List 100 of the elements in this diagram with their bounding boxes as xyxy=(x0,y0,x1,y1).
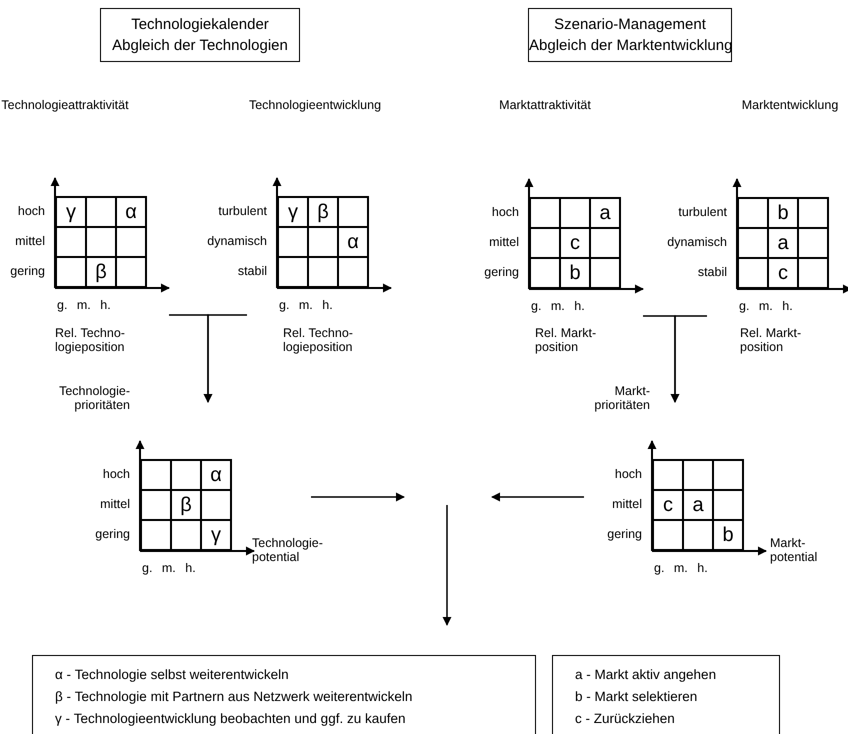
matrix-cell: β xyxy=(171,490,201,520)
matrix-cell xyxy=(171,460,201,490)
matrix-cell xyxy=(653,520,683,550)
heading-text: Technologiekalender xyxy=(130,15,270,35)
matrix-cell xyxy=(141,520,171,550)
row-label: mittel xyxy=(488,235,519,249)
arrow xyxy=(442,505,452,626)
matrix-cell: b xyxy=(768,198,798,228)
row-label: stabil xyxy=(236,264,267,278)
row-label: gering xyxy=(606,527,642,541)
axis-label: Technologie- potential xyxy=(252,536,324,564)
arrow xyxy=(311,492,405,502)
matrix-cell: α xyxy=(201,460,231,490)
row-label: mittel xyxy=(99,497,130,511)
matrix-cell xyxy=(141,490,171,520)
axis-label: Rel. Markt- position xyxy=(740,326,802,354)
matrix-cell: α xyxy=(338,227,368,257)
axis-label: Rel. Techno- logieposition xyxy=(283,326,354,354)
row-label: gering xyxy=(9,264,45,278)
matrix-cell xyxy=(278,227,308,257)
row-label: gering xyxy=(483,265,519,279)
matrix-cell xyxy=(738,198,768,228)
matrix-cell xyxy=(683,460,713,490)
matrix-cell: c xyxy=(768,258,798,288)
row-label: hoch xyxy=(490,205,519,219)
matrix-cell xyxy=(171,520,201,550)
axis-title: Technologieattraktivität xyxy=(0,98,130,112)
matrix-cell: γ xyxy=(278,197,308,227)
matrix-cell xyxy=(308,257,338,287)
matrix-cell xyxy=(530,228,560,258)
matrix-cell xyxy=(798,198,828,228)
matrix-cell: c xyxy=(560,228,590,258)
axis-title: Technologie- prioritäten xyxy=(58,384,130,412)
matrix-cell xyxy=(713,490,743,520)
legend-entry: a - Markt aktiv angehen xyxy=(575,666,718,684)
matrix-cell xyxy=(116,257,146,287)
matrix-cell xyxy=(338,197,368,227)
matrix-cell: a xyxy=(683,490,713,520)
row-label: mittel xyxy=(611,497,642,511)
row-label: stabil xyxy=(696,265,727,279)
matrix-cell: c xyxy=(653,490,683,520)
matrix-cell: b xyxy=(560,258,590,288)
legend-entry: γ - Technologieentwicklung beobachten und ggf. zu kaufen xyxy=(55,710,406,728)
row-label: turbulent xyxy=(217,204,267,218)
legend-box xyxy=(552,655,780,734)
matrix-cell: a xyxy=(768,228,798,258)
matrix-cell xyxy=(338,257,368,287)
arrow xyxy=(491,492,584,502)
matrix-cell xyxy=(560,198,590,228)
axis-title: Markt- prioritäten xyxy=(593,384,650,412)
matrix-cell: β xyxy=(308,197,338,227)
legend-entry: c - Zurückziehen xyxy=(575,710,676,728)
axis-title: Marktentwicklung xyxy=(740,98,840,112)
matrix-cell: β xyxy=(86,257,116,287)
column-label: g. m. h. xyxy=(531,299,585,313)
matrix-cell xyxy=(56,227,86,257)
matrix-cell xyxy=(86,197,116,227)
row-label: turbulent xyxy=(677,205,727,219)
row-label: dynamisch xyxy=(666,235,727,249)
matrix-cell xyxy=(798,228,828,258)
column-label: g. m. h. xyxy=(279,298,333,312)
legend-entry: b - Markt selektieren xyxy=(575,688,698,706)
axis-label: Rel. Markt- position xyxy=(535,326,598,354)
matrix-cell xyxy=(590,228,620,258)
title-box xyxy=(528,8,732,62)
matrix-cell xyxy=(56,257,86,287)
matrix-cell xyxy=(141,460,171,490)
row-label: gering xyxy=(94,527,130,541)
matrix-cell xyxy=(308,227,338,257)
matrix-cell: γ xyxy=(201,520,231,550)
row-label: mittel xyxy=(14,234,45,248)
axis-label: Markt- potential xyxy=(770,536,818,564)
legend-box xyxy=(32,655,536,734)
matrix-cell xyxy=(86,227,116,257)
matrix-cell xyxy=(530,198,560,228)
matrix-cell xyxy=(116,227,146,257)
heading-text: Szenario-Management xyxy=(553,15,707,35)
column-label: g. m. h. xyxy=(654,561,708,575)
matrix-cell: α xyxy=(116,197,146,227)
axis-label: Rel. Techno- logieposition xyxy=(55,326,126,354)
row-label: hoch xyxy=(16,204,45,218)
matrix-cell xyxy=(530,258,560,288)
matrix-cell xyxy=(713,460,743,490)
column-label: g. m. h. xyxy=(739,299,793,313)
arrow xyxy=(204,314,247,403)
arrow xyxy=(670,315,707,403)
row-label: dynamisch xyxy=(206,234,267,248)
row-label: hoch xyxy=(102,467,130,481)
title-box xyxy=(100,8,300,62)
legend-entry: α - Technologie selbst weiterentwickeln xyxy=(55,666,290,684)
legend-entry: β - Technologie mit Partnern aus Netzwerk weiterentwickeln xyxy=(55,688,414,706)
heading-text: Abgleich der Marktentwicklung xyxy=(529,36,731,56)
matrix-cell xyxy=(738,228,768,258)
row-label: hoch xyxy=(614,467,642,481)
matrix-cell: γ xyxy=(56,197,86,227)
matrix-cell xyxy=(738,258,768,288)
matrix-cell: a xyxy=(590,198,620,228)
column-label: g. m. h. xyxy=(142,561,196,575)
axis-title: Technologieentwicklung xyxy=(248,98,382,112)
matrix-cell xyxy=(653,460,683,490)
